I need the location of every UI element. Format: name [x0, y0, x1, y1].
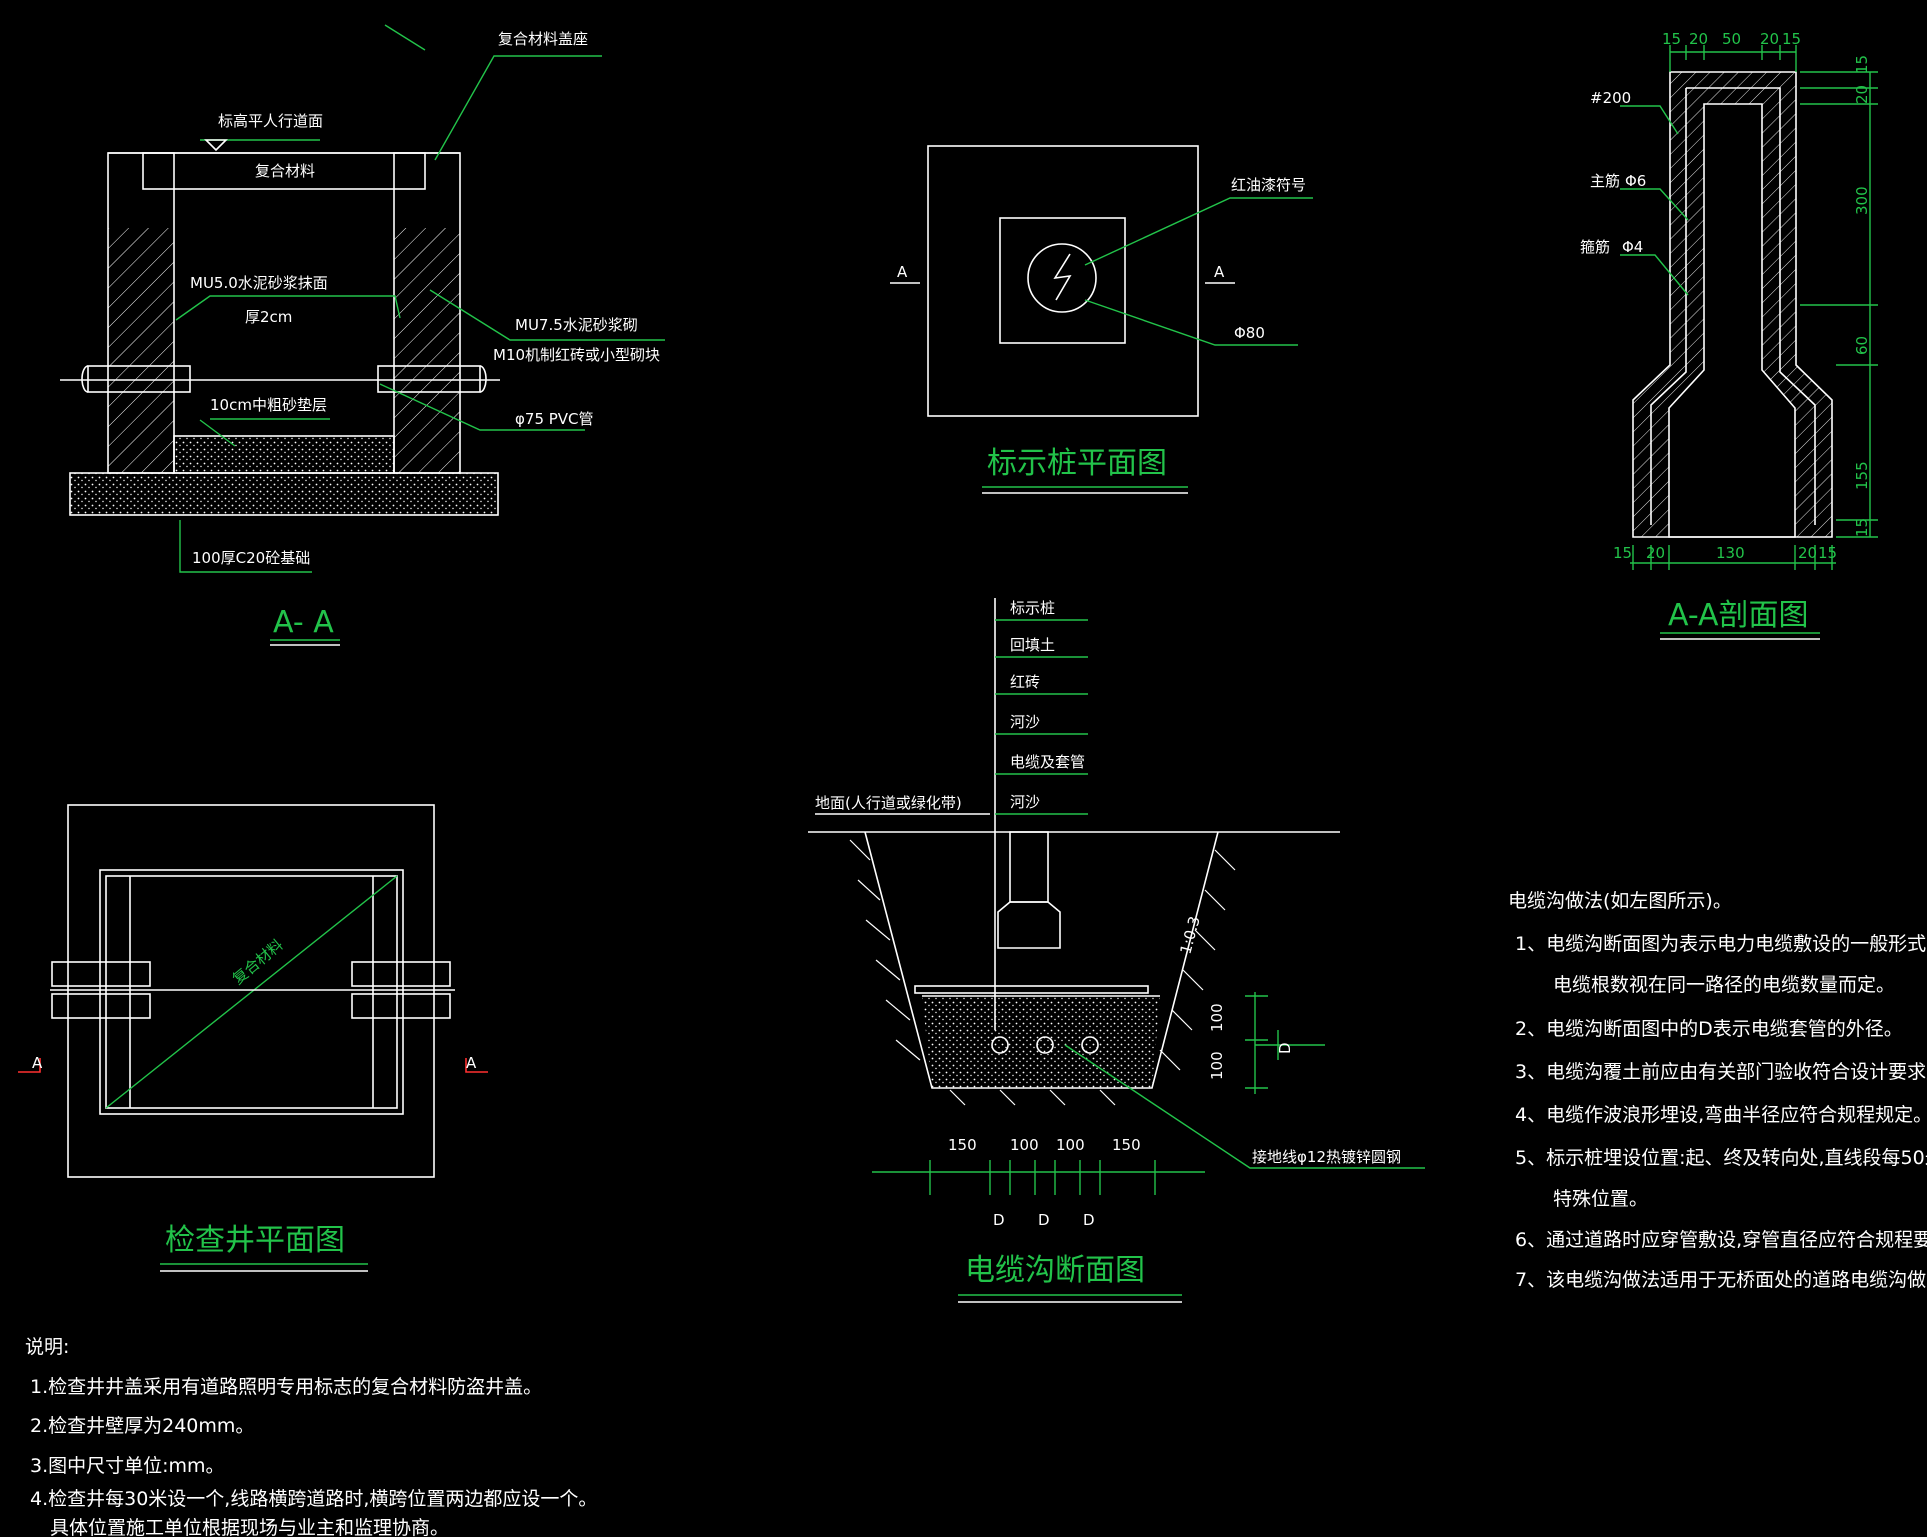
- layer-label-3: 红砖: [1010, 673, 1040, 691]
- label-well-slab: 复合材料: [229, 936, 287, 988]
- notes-right-item-4: 3、电缆沟覆土前应由有关部门验收符合设计要求后,方可覆土。: [1515, 1061, 1927, 1083]
- label-brick: M10机制红砖或小型砌块: [493, 346, 660, 364]
- notes-right-item-7: 特殊位置。: [1553, 1188, 1648, 1210]
- dim-right-6: 15: [1853, 518, 1871, 537]
- well-plan-view: 复合材料 A A 检查井平面图: [18, 804, 488, 1272]
- label-well-section-a-left: A: [32, 1054, 43, 1072]
- dim-top-2: 20: [1689, 30, 1708, 48]
- layer-label-2: 回填土: [1010, 636, 1055, 654]
- notes-right-item-9: 7、该电缆沟做法适用于无桥面处的道路电缆沟做法。: [1515, 1269, 1927, 1291]
- dim-side-1: 100: [1208, 1003, 1226, 1032]
- label-mortar: MU7.5水泥砂浆砌: [515, 316, 638, 334]
- dim-top-1: 15: [1662, 30, 1681, 48]
- dim-top-4: 20: [1760, 30, 1779, 48]
- section-aa-view: 复合材料盖座 标高平人行道面 复合材料 MU5.0水泥砂浆抹面 厚2cm MU7…: [60, 24, 665, 646]
- trench-section-title: 电缆沟断面图: [965, 1253, 1145, 1288]
- label-cover: 复合材料盖座: [498, 30, 588, 48]
- dim-right-3: 300: [1853, 186, 1871, 215]
- notes-left-heading: 说明:: [25, 1336, 69, 1358]
- label-plaster: MU5.0水泥砂浆抹面: [190, 274, 328, 292]
- dim-bottom-100-a: 100: [1010, 1136, 1039, 1154]
- well-plan-title: 检查井平面图: [165, 1223, 345, 1258]
- dim-bottom-150-right: 150: [1112, 1136, 1141, 1154]
- label-diameter: Φ80: [1234, 324, 1265, 342]
- notes-left-item-3: 3.图中尺寸单位:mm。: [30, 1455, 225, 1477]
- notes-left-item-1: 1.检查井井盖采用有道路照明专用标志的复合材料防盗井盖。: [30, 1376, 542, 1398]
- label-section-a-right: A: [1214, 263, 1225, 281]
- notes-right: 电缆沟做法(如左图所示)。 1、电缆沟断面图为表示电力电缆敷设的一般形式,具体的…: [1508, 890, 1927, 1291]
- layer-label-5: 电缆及套管: [1010, 753, 1085, 771]
- marker-plan-view: 红油漆符号 Φ80 A A 标示桩平面图: [890, 145, 1313, 494]
- d-mark-1: D: [993, 1211, 1005, 1229]
- layer-label-4: 河沙: [1010, 713, 1040, 731]
- notes-right-item-5: 4、电缆作波浪形埋设,弯曲半径应符合规程规定。: [1515, 1104, 1927, 1126]
- label-well-section-a-right: A: [466, 1054, 477, 1072]
- notes-right-item-6: 5、标示桩埋设位置:起、终及转向处,直线段每50米及其他: [1515, 1147, 1927, 1169]
- notes-left: 说明: 1.检查井井盖采用有道路照明专用标志的复合材料防盗井盖。 2.检查井壁厚…: [25, 1336, 597, 1537]
- label-hash-200: #200: [1590, 89, 1631, 107]
- d-mark-2: D: [1038, 1211, 1050, 1229]
- dim-right-1: 15: [1853, 55, 1871, 74]
- notes-right-item-8: 6、通过道路时应穿管敷设,穿管直径应符合规程要求。: [1515, 1229, 1927, 1251]
- dim-bottom-4: 20: [1798, 544, 1817, 562]
- section-aa-title: A- A: [273, 605, 334, 640]
- notes-right-heading: 电缆沟做法(如左图所示)。: [1508, 890, 1732, 912]
- layer-label-1: 标示桩: [1010, 599, 1055, 617]
- d-mark-3: D: [1083, 1211, 1095, 1229]
- dim-right-5: 155: [1853, 461, 1871, 490]
- trench-section-view: 标示桩 回填土 红砖 河沙 电缆及套管 河沙 地面(人行道或绿化带): [808, 598, 1425, 1303]
- dim-bottom-3: 130: [1716, 544, 1745, 562]
- dim-top-3: 50: [1722, 30, 1741, 48]
- marker-plan-title: 标示桩平面图: [987, 446, 1167, 481]
- label-paint-symbol: 红油漆符号: [1231, 176, 1306, 194]
- notes-right-item-3: 2、电缆沟断面图中的D表示电缆套管的外径。: [1515, 1018, 1903, 1040]
- notes-right-item-1: 1、电缆沟断面图为表示电力电缆敷设的一般形式,具体的: [1515, 933, 1927, 955]
- label-base: 100厚C20砼基础: [192, 549, 310, 567]
- label-ground-wire: 接地线φ12热镀锌圆钢: [1252, 1148, 1401, 1166]
- label-main-bar-dia: Φ6: [1625, 172, 1646, 190]
- dim-bottom-150-left: 150: [948, 1136, 977, 1154]
- dim-right-4: 60: [1853, 336, 1871, 355]
- label-road: 标高平人行道面: [218, 112, 323, 130]
- notes-left-item-5: 具体位置施工单位根据现场与业主和监理协商。: [50, 1517, 449, 1537]
- dim-bottom-1: 15: [1613, 544, 1632, 562]
- dim-side-d: D: [1276, 1042, 1294, 1054]
- label-section-a-left: A: [897, 263, 908, 281]
- lightning-icon: [1053, 253, 1072, 301]
- label-stirrup-dia: Φ4: [1622, 238, 1643, 256]
- notes-left-item-2: 2.检查井壁厚为240mm。: [30, 1415, 254, 1437]
- label-sand-bed: 10cm中粗砂垫层: [210, 396, 327, 414]
- dim-bottom-2: 20: [1646, 544, 1665, 562]
- dim-bottom-5: 15: [1818, 544, 1837, 562]
- dim-side-2: 100: [1208, 1051, 1226, 1080]
- marker-section-view: 15 20 50 20 15 15 20 130 20 15 15 20 300…: [1580, 30, 1878, 640]
- label-plaster-thickness: 厚2cm: [245, 308, 292, 326]
- label-stirrup: 箍筋: [1580, 238, 1610, 256]
- notes-left-item-4: 4.检查井每30米设一个,线路横跨道路时,横跨位置两边都应设一个。: [30, 1488, 597, 1510]
- label-main-bar: 主筋: [1590, 172, 1620, 190]
- label-slab: 复合材料: [255, 162, 315, 180]
- dim-top-5: 15: [1782, 30, 1801, 48]
- marker-section-title: A-A剖面图: [1668, 598, 1809, 633]
- notes-right-item-2: 电缆根数视在同一路径的电缆数量而定。: [1553, 974, 1895, 996]
- layer-label-6: 河沙: [1010, 793, 1040, 811]
- label-pvc: φ75 PVC管: [515, 410, 594, 428]
- label-ground: 地面(人行道或绿化带): [815, 794, 962, 812]
- dim-right-2: 20: [1853, 85, 1871, 104]
- dim-bottom-100-b: 100: [1056, 1136, 1085, 1154]
